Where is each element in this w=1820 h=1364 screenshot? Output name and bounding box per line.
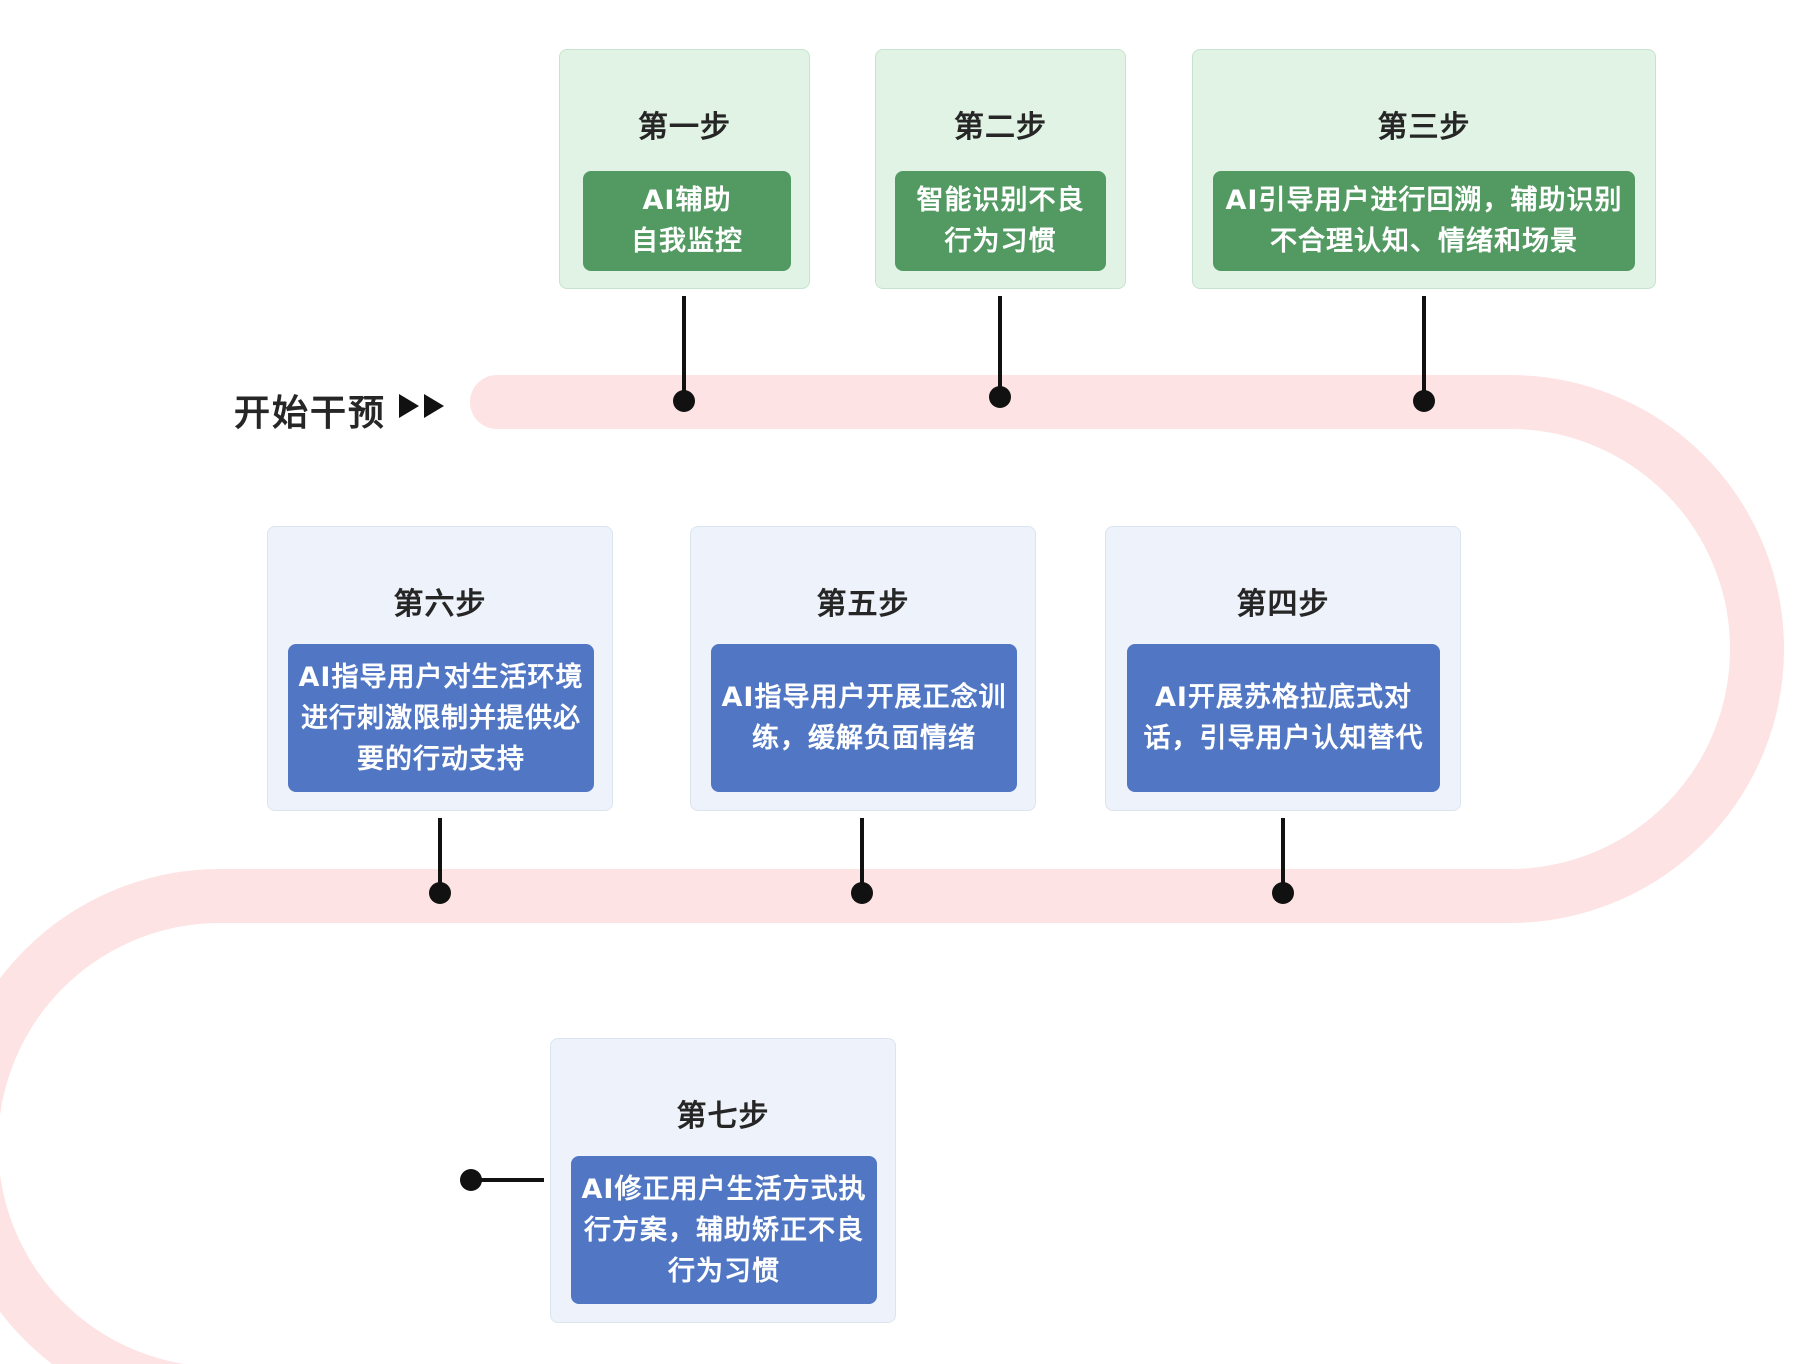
step-7-node <box>460 1169 482 1191</box>
step-1-card: 第一步 AI辅助 自我监控 <box>559 49 810 289</box>
step-6-title: 第六步 <box>393 587 487 622</box>
step-6-action: AI指导用户对生活环境 进行刺激限制并提供必 要的行动支持 <box>288 644 594 792</box>
step-5-connector <box>860 818 864 893</box>
road-path <box>0 375 1784 1364</box>
step-2-card: 第二步 智能识别不良 行为习惯 <box>875 49 1126 289</box>
step-5-title: 第五步 <box>816 587 910 622</box>
step-7-card: 第七步 AI修正用户生活方式执 行方案，辅助矫正不良 行为习惯 <box>550 1038 896 1323</box>
step-4-node <box>1272 882 1294 904</box>
double-play-arrow-icon <box>399 394 444 418</box>
step-5-card: 第五步 AI指导用户开展正念训 练，缓解负面情绪 <box>690 526 1036 811</box>
step-1-title: 第一步 <box>638 110 731 145</box>
step-6-node <box>429 882 451 904</box>
step-1-connector <box>682 296 686 400</box>
step-2-node <box>989 386 1011 408</box>
step-4-connector <box>1281 818 1285 893</box>
step-1-action: AI辅助 自我监控 <box>583 171 791 271</box>
step-6-connector <box>438 818 442 893</box>
step-5-node <box>851 882 873 904</box>
step-3-action: AI引导用户进行回溯，辅助识别 不合理认知、情绪和场景 <box>1213 171 1635 271</box>
step-3-card: 第三步 AI引导用户进行回溯，辅助识别 不合理认知、情绪和场景 <box>1192 49 1656 289</box>
step-4-action: AI开展苏格拉底式对 话，引导用户认知替代 <box>1127 644 1440 792</box>
step-7-action: AI修正用户生活方式执 行方案，辅助矫正不良 行为习惯 <box>571 1156 877 1304</box>
step-4-title: 第四步 <box>1236 587 1330 622</box>
step-3-connector <box>1422 296 1426 400</box>
step-3-node <box>1413 390 1435 412</box>
step-4-card: 第四步 AI开展苏格拉底式对 话，引导用户认知替代 <box>1105 526 1461 811</box>
step-7-title: 第七步 <box>676 1099 770 1134</box>
step-6-card: 第六步 AI指导用户对生活环境 进行刺激限制并提供必 要的行动支持 <box>267 526 613 811</box>
step-3-title: 第三步 <box>1377 110 1471 145</box>
step-1-node <box>673 390 695 412</box>
step-2-title: 第二步 <box>954 110 1047 145</box>
step-7-connector <box>472 1178 544 1182</box>
start-intervention-label: 开始干预 <box>234 393 387 434</box>
step-5-action: AI指导用户开展正念训 练，缓解负面情绪 <box>711 644 1017 792</box>
step-2-action: 智能识别不良 行为习惯 <box>895 171 1106 271</box>
step-2-connector <box>998 296 1002 396</box>
